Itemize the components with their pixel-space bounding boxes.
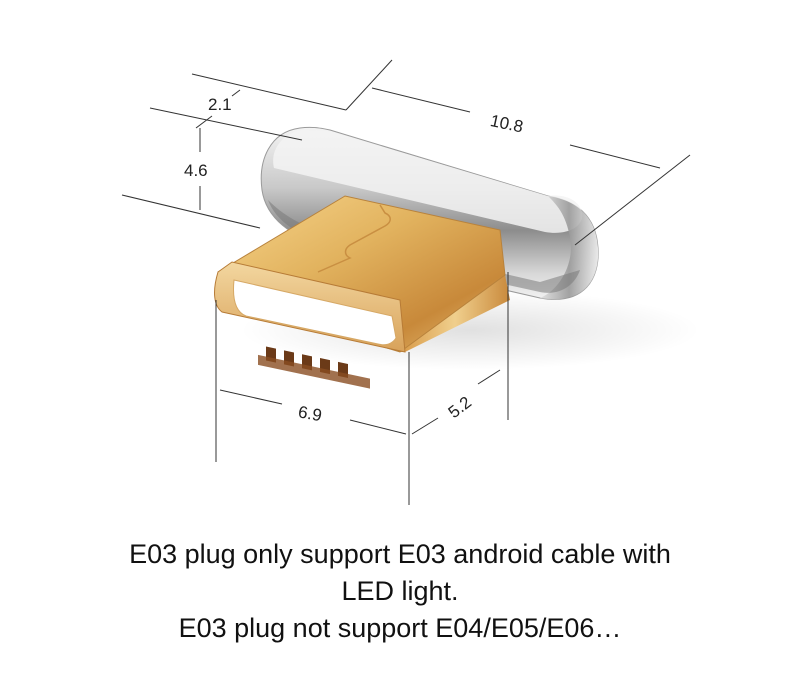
gold-micro-usb-tip bbox=[214, 195, 510, 389]
dim-label-6-9: 6.9 bbox=[297, 402, 324, 425]
dim-label-4-6: 4.6 bbox=[184, 161, 208, 180]
dim-label-2-1: 2.1 bbox=[208, 95, 232, 114]
silver-magnet-head bbox=[260, 126, 599, 300]
caption-line-2: LED light. bbox=[341, 576, 459, 606]
dimension-lines bbox=[121, 59, 691, 505]
connector-pins bbox=[258, 346, 370, 389]
dim-label-10-8: 10.8 bbox=[489, 111, 525, 136]
dim-label-5-2: 5.2 bbox=[445, 393, 475, 423]
caption-line-1: E03 plug only support E03 android cable … bbox=[129, 539, 671, 569]
caption-line-3: E03 plug not support E04/E05/E06… bbox=[178, 613, 622, 643]
